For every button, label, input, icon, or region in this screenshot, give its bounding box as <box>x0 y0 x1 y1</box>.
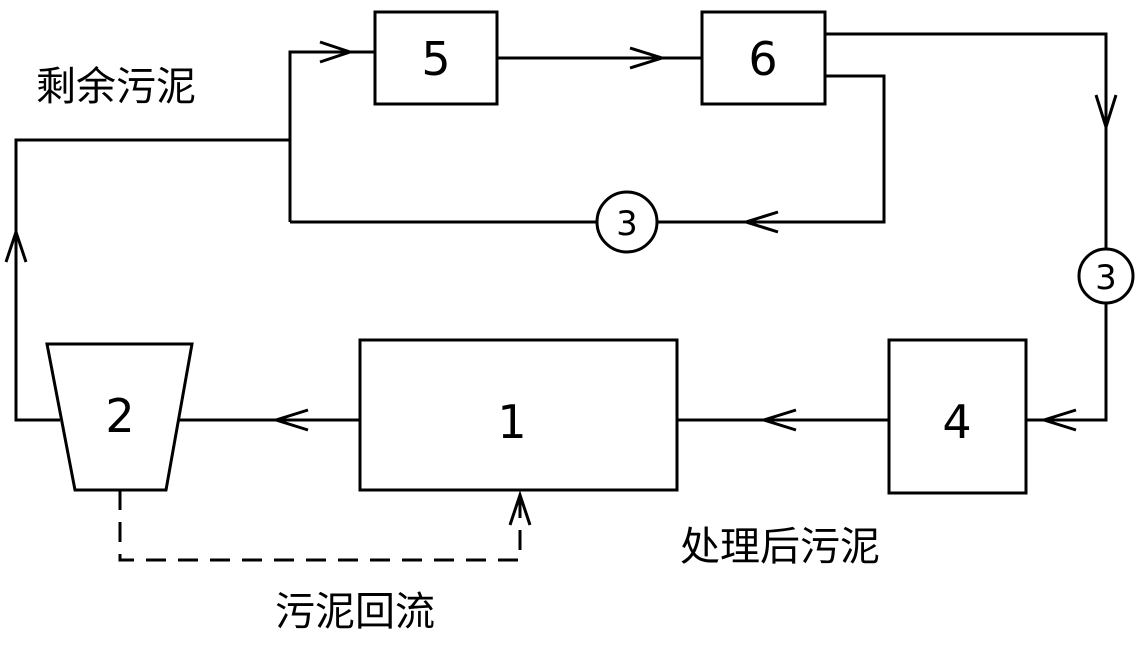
unit-1-label: 1 <box>497 395 526 449</box>
unit-4-box: 4 <box>887 338 1028 495</box>
treated-sludge-caption: 处理后污泥 <box>680 524 880 570</box>
arrow-right-icon <box>629 46 668 70</box>
arrow-left-icon <box>758 408 797 432</box>
line-6-return-to-pump-top <box>658 74 886 224</box>
arrow-down-icon <box>1094 94 1118 133</box>
line-2-to-node <box>14 138 290 422</box>
pump-top-label: 3 <box>616 204 638 244</box>
arrow-up-icon <box>4 227 28 263</box>
line-node-to-5 <box>288 50 375 222</box>
arrow-left-icon <box>740 210 779 234</box>
unit-5-box: 5 <box>373 10 499 106</box>
arrow-left-icon <box>270 408 309 432</box>
pump-right-circle: 3 <box>1077 247 1135 305</box>
arrow-right-icon <box>319 40 355 64</box>
arrow-left-icon <box>1038 408 1077 432</box>
pump-top-circle: 3 <box>595 190 659 254</box>
unit-5-label: 5 <box>421 32 450 86</box>
unit-2-tank: 2 <box>45 342 194 492</box>
excess-sludge-caption: 剩余污泥 <box>36 64 196 110</box>
line-6-to-pump-right <box>825 32 1108 250</box>
unit-4-label: 4 <box>942 395 971 449</box>
arrow-up-icon <box>508 490 532 526</box>
sludge-return-dashed-line <box>118 490 522 562</box>
sludge-return-caption: 污泥回流 <box>275 589 435 635</box>
unit-6-box: 6 <box>700 10 827 106</box>
line-pump-right-to-4 <box>1026 303 1108 422</box>
unit-2-label: 2 <box>105 389 134 443</box>
unit-1-box: 1 <box>358 338 679 492</box>
unit-6-label: 6 <box>748 32 777 86</box>
pump-right-label: 3 <box>1095 258 1117 298</box>
